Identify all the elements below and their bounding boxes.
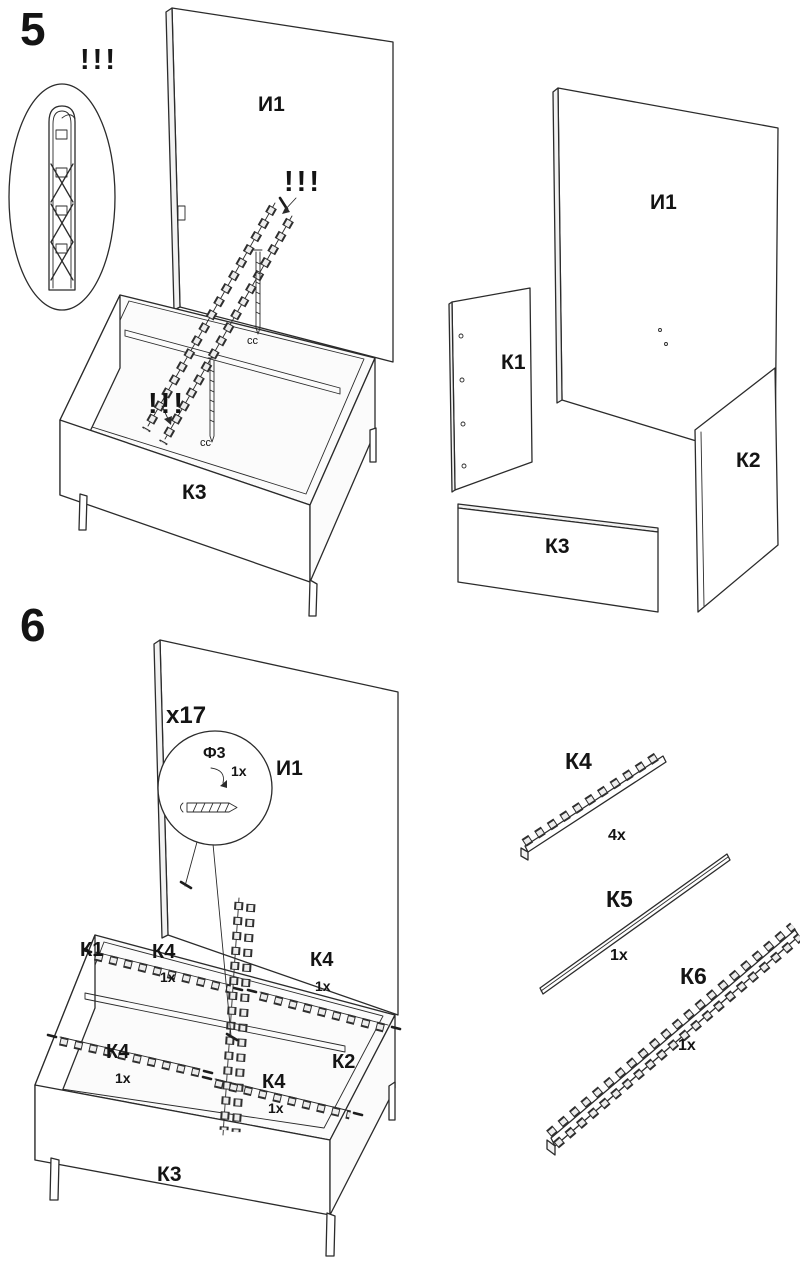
part-k5-rail bbox=[539, 853, 731, 995]
screw bbox=[207, 357, 217, 443]
center-slat-rail bbox=[219, 897, 256, 1136]
bed-leg bbox=[78, 493, 88, 531]
screw-dashes bbox=[46, 880, 402, 1117]
screw-detail bbox=[180, 802, 238, 813]
headboard-label: И1 bbox=[650, 191, 677, 214]
slat-rail-ll bbox=[58, 1036, 202, 1078]
part-k6-rail bbox=[546, 922, 800, 1156]
x-marks bbox=[50, 163, 74, 281]
rail-lr-label: К4 bbox=[262, 1071, 286, 1093]
crossbar bbox=[84, 992, 346, 1053]
screw-label: сс bbox=[200, 437, 211, 449]
side-right-label: К2 bbox=[332, 1051, 356, 1073]
bed-box bbox=[34, 934, 396, 1257]
side-panel-left bbox=[448, 287, 533, 493]
part-k4-rail bbox=[520, 749, 667, 861]
step5-detail-inset bbox=[8, 83, 116, 311]
step-5-number: 5 bbox=[20, 3, 46, 55]
warning-top: !!! bbox=[284, 166, 322, 198]
bed-box bbox=[59, 294, 377, 617]
slat-rail bbox=[159, 215, 294, 446]
detail-circle bbox=[157, 730, 273, 1037]
step6-main-illustration bbox=[34, 639, 402, 1257]
side-panel-right bbox=[694, 367, 779, 613]
rail-lr-qty: 1x bbox=[268, 1100, 284, 1116]
rail-ll-label: К4 bbox=[106, 1041, 130, 1063]
side-right-label: К2 bbox=[736, 449, 761, 472]
headboard-panel bbox=[552, 87, 779, 466]
step5-exploded-illustration bbox=[448, 87, 779, 613]
slat-rail-ul bbox=[93, 951, 232, 994]
step-6-number: 6 bbox=[20, 599, 46, 651]
part-k6-label: К6 bbox=[680, 963, 707, 989]
rotate-arrowhead bbox=[220, 780, 227, 788]
headboard-label: И1 bbox=[258, 93, 285, 116]
headboard-panel bbox=[165, 7, 394, 363]
rail-ur-label: К4 bbox=[310, 949, 334, 971]
rail-ul-label: К4 bbox=[152, 941, 176, 963]
screw-qty-label: 1x bbox=[231, 763, 247, 779]
bed-leg bbox=[388, 1081, 396, 1121]
step6-parts-illustration bbox=[520, 749, 800, 1156]
front-panel-label: К3 bbox=[545, 535, 570, 558]
bed-leg bbox=[308, 579, 318, 617]
side-left-label: К1 bbox=[80, 939, 104, 961]
bed-leg bbox=[369, 427, 377, 463]
warning-arrows bbox=[161, 197, 297, 425]
side-left-label: К1 bbox=[501, 351, 526, 374]
bed-leg bbox=[325, 1212, 336, 1257]
part-k5-qty: 1x bbox=[610, 947, 628, 964]
step5-inset-warning: !!! bbox=[80, 44, 118, 76]
bed-leg bbox=[49, 1157, 60, 1201]
front-panel bbox=[457, 503, 659, 613]
screw bbox=[253, 249, 263, 335]
front-panel-label: К3 bbox=[157, 1163, 182, 1186]
part-k5-label: К5 bbox=[606, 886, 633, 912]
part-k6-qty: 1x bbox=[678, 1037, 696, 1054]
front-panel-label: К3 bbox=[182, 481, 207, 504]
screw-part-label: Ф3 bbox=[203, 745, 226, 762]
crossbar bbox=[124, 329, 341, 395]
step5-main-illustration bbox=[59, 7, 394, 617]
slat-rail-ur bbox=[258, 991, 390, 1034]
rail-ul-qty: 1x bbox=[160, 969, 176, 985]
part-k4-label: К4 bbox=[565, 748, 592, 774]
rail-ll-qty: 1x bbox=[115, 1070, 131, 1086]
screw-count-label: x17 bbox=[166, 702, 207, 729]
slat-rail-detail bbox=[48, 105, 76, 291]
slat-rail-lr bbox=[213, 1078, 352, 1120]
rail-ur-qty: 1x bbox=[315, 978, 331, 994]
slat-rail bbox=[142, 202, 277, 433]
screw-label: сс bbox=[247, 335, 258, 347]
headboard-label: И1 bbox=[276, 757, 303, 780]
warning-bottom: !!! bbox=[148, 388, 186, 420]
part-k4-qty: 4x bbox=[608, 827, 626, 844]
